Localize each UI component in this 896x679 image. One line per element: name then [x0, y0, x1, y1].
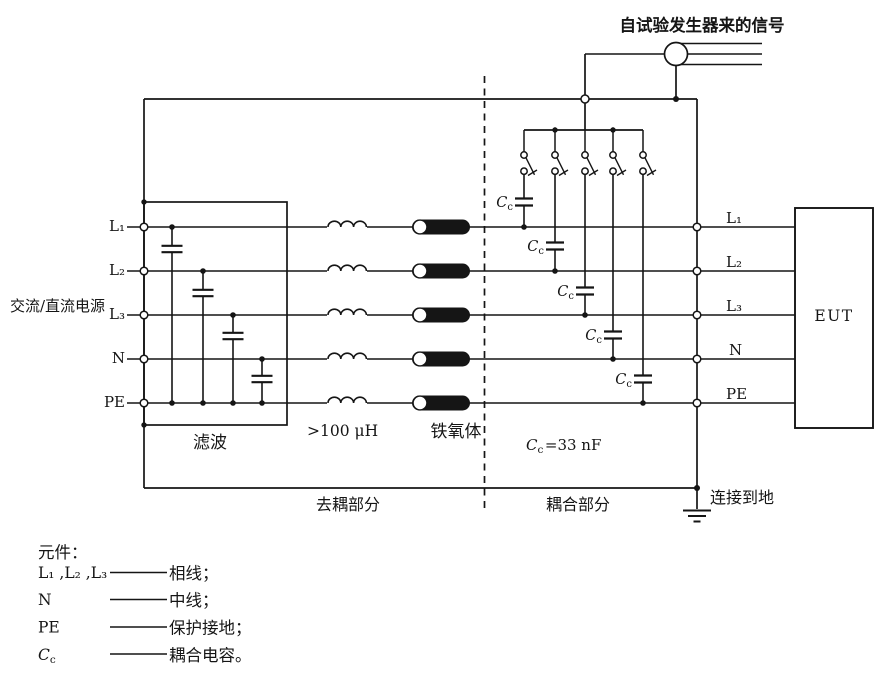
crossover-l2 [692, 266, 702, 276]
ferrite-label: 铁氧体 [431, 422, 482, 442]
terminal-l1-in [139, 222, 149, 232]
cc-label-3: Cc [557, 284, 574, 302]
coupling-capacitor-labels: Cc Cc Cc Cc Cc [496, 195, 632, 390]
coupling-capacitor-1 [515, 174, 533, 230]
cc-label-4: Cc [585, 328, 602, 346]
power-source-label: 交流/直流电源 [10, 297, 105, 315]
inductor-coil [327, 396, 368, 405]
legend-def-neutral: 中线； [169, 591, 219, 610]
legend-term-cc: Cc [38, 646, 56, 666]
input-terminals [139, 222, 149, 408]
coupling-switch-3 [581, 130, 599, 177]
coupling-switch-5 [639, 130, 657, 177]
filter-section [143, 201, 288, 426]
coupling-capacitors [515, 174, 652, 406]
legend-def-pe: 保护接地； [169, 619, 252, 638]
filter-capacitor-2 [192, 268, 214, 406]
cc-label-1: Cc [496, 195, 513, 213]
filter-capacitor-3 [222, 312, 244, 406]
cc-value-label: Cc=33 nF [526, 436, 601, 456]
coupling-switches [520, 127, 657, 177]
line-label-pe-right: PE [726, 385, 747, 403]
inductor-coil [327, 220, 368, 229]
coupling-capacitor-3 [576, 174, 594, 318]
coupling-capacitor-5 [634, 174, 652, 406]
junction-dot [673, 96, 679, 102]
line-label-l3-left: L₃ [109, 305, 125, 323]
coupling-switch-4 [609, 130, 627, 177]
legend-leader-dashes [110, 571, 167, 655]
coupling-switch-2 [551, 130, 569, 177]
ferrite-beads [412, 219, 470, 411]
legend-def-cc: 耦合电容。 [169, 646, 252, 665]
line-label-l2-left: L₂ [109, 261, 125, 279]
ferrite-bead [412, 307, 470, 323]
crossover-l1 [692, 222, 702, 232]
generator-connector [580, 41, 762, 130]
coupling-switch-1 [520, 130, 538, 177]
line-label-pe-left: PE [104, 393, 125, 411]
inductor-coil [327, 264, 368, 273]
legend-term-phase: L₁ ,L₂ ,L₃ [38, 564, 107, 582]
ground-connection-label: 连接到地 [710, 488, 774, 507]
generator-signal-label: 自试验发生器来的信号 [620, 15, 785, 35]
cc-label-5: Cc [615, 372, 632, 390]
terminal-l2-in [139, 266, 149, 276]
line-label-l3-right: L₃ [726, 297, 742, 315]
line-label-n-right: N [729, 341, 742, 359]
decoupling-inductors [327, 220, 368, 405]
filter-capacitor-4 [251, 356, 273, 406]
terminal-l3-in [139, 310, 149, 320]
legend-rows: L₁ ,L₂ ,L₃ 相线； N 中线； PE 保护接地； Cc 耦合电容。 [38, 564, 252, 666]
inductance-label: >100 μH [307, 422, 378, 440]
coupling-capacitor-2 [546, 174, 564, 274]
eut-label: EUT [814, 307, 853, 325]
crossover-n [692, 354, 702, 364]
coupling-section-label: 耦合部分 [546, 495, 610, 514]
rail-crossovers [692, 222, 702, 408]
legend-def-phase: 相线； [169, 564, 219, 583]
filter-capacitor-1 [161, 224, 183, 406]
crossover-terminal [580, 94, 590, 104]
ferrite-bead [412, 395, 470, 411]
inductor-coil [327, 308, 368, 317]
line-label-n-left: N [112, 349, 125, 367]
ground-icon [683, 509, 711, 523]
terminal-n-in [139, 354, 149, 364]
legend-term-neutral: N [38, 591, 52, 609]
ferrite-bead [412, 219, 470, 235]
eut-box [794, 207, 874, 429]
ferrite-bead [412, 351, 470, 367]
crossover-l3 [692, 310, 702, 320]
generator-connector-icon [663, 41, 689, 67]
decoupling-section-label: 去耦部分 [316, 495, 380, 514]
line-label-l2-right: L₂ [726, 253, 742, 271]
terminal-pe-in [139, 398, 149, 408]
filter-label: 滤波 [193, 433, 227, 453]
right-line-labels: L₁ L₂ L₃ N PE [726, 209, 747, 403]
cc-label-2: Cc [527, 239, 544, 257]
legend: 元件： L₁ ,L₂ ,L₃ 相线； N 中线； PE 保护接地； Cc 耦合电… [38, 543, 252, 666]
line-label-l1-left: L₁ [109, 217, 125, 235]
left-line-labels: L₁ L₂ L₃ N PE [104, 217, 125, 411]
line-label-l1-right: L₁ [726, 209, 742, 227]
ferrite-bead [412, 263, 470, 279]
coupling-capacitor-4 [604, 174, 622, 362]
crossover-pe [692, 398, 702, 408]
filter-box [143, 201, 288, 426]
legend-title: 元件： [38, 543, 88, 562]
legend-term-pe: PE [38, 619, 60, 637]
inductor-coil [327, 352, 368, 361]
